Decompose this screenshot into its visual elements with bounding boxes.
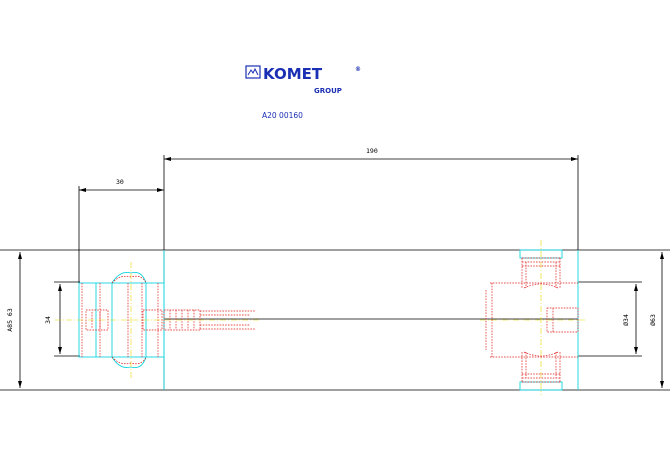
dimension-bore-left: 34 bbox=[44, 281, 80, 357]
logo-group: GROUP bbox=[314, 87, 342, 95]
dim-outer-diameter-label: Ø63 bbox=[649, 314, 657, 326]
center-lines bbox=[55, 240, 585, 395]
logo-mark-icon bbox=[245, 65, 261, 79]
dimension-left-offset: 30 bbox=[78, 178, 164, 283]
dim-190-label: 190 bbox=[366, 147, 378, 155]
dimension-diameters-right: Ø34 Ø63 bbox=[578, 252, 664, 388]
dim-inner-diameter-label: Ø34 bbox=[622, 314, 630, 326]
dimension-height-left: A85 63 bbox=[6, 252, 22, 388]
dim-bore-label: 34 bbox=[44, 316, 52, 324]
logo-registered: ® bbox=[355, 66, 361, 73]
dimension-overall-length: 190 bbox=[163, 147, 579, 250]
dim-30-label: 30 bbox=[116, 178, 124, 186]
dim-height-label: A85 63 bbox=[6, 308, 14, 332]
logo-brand: KOMET bbox=[263, 65, 323, 83]
komet-logo: KOMET ® GROUP bbox=[245, 65, 361, 95]
part-number: A20 00160 bbox=[262, 111, 303, 120]
